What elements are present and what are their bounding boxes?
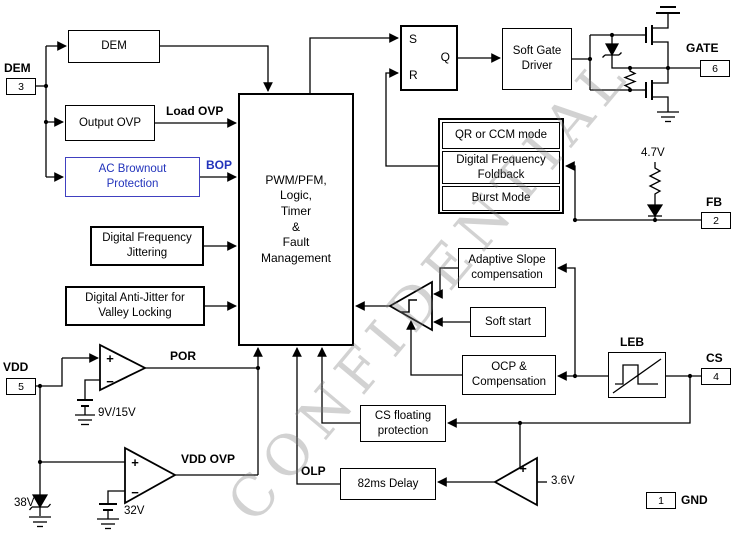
dem-block: DEM	[68, 30, 160, 63]
sr-latch-block: S R Q	[400, 25, 458, 91]
pin-dem: 3	[6, 78, 36, 95]
soft-start-block: Soft start	[470, 307, 546, 337]
por-label: POR	[170, 349, 197, 363]
v38-label: 38V	[14, 497, 35, 509]
olp-comparator: +	[493, 456, 538, 507]
ground-icon	[657, 111, 679, 123]
plain-wires	[36, 13, 701, 519]
plus-sign: +	[131, 455, 139, 470]
load-ovp-label: Load OVP	[166, 104, 224, 118]
latch-r-label: R	[409, 68, 418, 83]
mosfet-top-icon	[645, 25, 653, 45]
ground-icon	[29, 516, 51, 528]
zener-diode-icon	[602, 43, 622, 58]
vdd-ovp-label: VDD OVP	[181, 452, 236, 466]
plus-sign: +	[519, 461, 527, 476]
freq-jittering-block: Digital Frequency Jittering	[90, 226, 204, 266]
leb-label: LEB	[620, 335, 644, 349]
pin-gate: 6	[700, 60, 730, 77]
zener-38v-icon	[29, 494, 51, 511]
vdd-ovp-opamp: + −	[124, 446, 177, 505]
vdd-pin-label: VDD	[3, 360, 29, 374]
v4-7-label: 4.7V	[641, 147, 665, 159]
pin-fb: 2	[701, 212, 731, 229]
pwm-core-block: PWM/PFM, Logic, Timer & Fault Management	[238, 93, 354, 346]
freq-foldback-block: Digital Frequency Foldback	[442, 151, 560, 184]
adaptive-slope-block: Adaptive Slope compensation	[458, 248, 556, 288]
olp-label: OLP	[301, 464, 326, 478]
anti-jitter-block: Digital Anti-Jitter for Valley Locking	[65, 286, 205, 326]
plus-sign: +	[106, 351, 114, 366]
qr-ccm-block: QR or CCM mode	[442, 122, 560, 149]
cs-floating-block: CS floating protection	[360, 405, 446, 442]
gnd-pin-label: GND	[681, 493, 708, 507]
cs-pin-label: CS	[706, 351, 723, 365]
leb-block	[608, 352, 666, 398]
burst-mode-block: Burst Mode	[442, 186, 560, 211]
ocp-compensation-block: OCP & Compensation	[462, 355, 556, 395]
ac-brownout-block: AC Brownout Protection	[65, 157, 200, 197]
dem-pin-label: DEM	[4, 61, 31, 75]
mosfet-bottom-icon	[645, 80, 653, 100]
output-ovp-block: Output OVP	[65, 105, 155, 141]
fb-pin-label: FB	[706, 195, 722, 209]
latch-q-label: Q	[440, 50, 450, 64]
delay-82ms-block: 82ms Delay	[340, 468, 436, 500]
soft-gate-driver-block: Soft Gate Driver	[502, 28, 572, 90]
latch-s-label: S	[409, 32, 418, 46]
arrow-wires	[46, 33, 701, 487]
pin-vdd: 5	[6, 378, 36, 395]
pin-cs: 4	[701, 368, 731, 385]
minus-sign: −	[131, 485, 139, 500]
minus-sign: −	[106, 374, 114, 389]
v9-15-label: 9V/15V	[98, 407, 136, 419]
ground-icon	[97, 518, 119, 530]
battery-32v-icon	[99, 503, 117, 511]
v3-6-label: 3.6V	[551, 475, 575, 487]
v32-label: 32V	[124, 505, 145, 517]
battery-9v15v-icon	[77, 399, 93, 407]
gate-pin-label: GATE	[686, 41, 719, 55]
ground-icon	[75, 414, 95, 426]
fb-diode-icon	[646, 204, 664, 218]
por-opamp: + −	[99, 343, 148, 392]
pin-gnd: 1	[646, 492, 676, 509]
bop-label: BOP	[206, 158, 233, 172]
supply-cap-icon	[656, 6, 680, 14]
junction-dots	[37, 32, 693, 465]
leb-pulse-icon	[612, 358, 662, 394]
pwm-comparator	[388, 280, 433, 332]
